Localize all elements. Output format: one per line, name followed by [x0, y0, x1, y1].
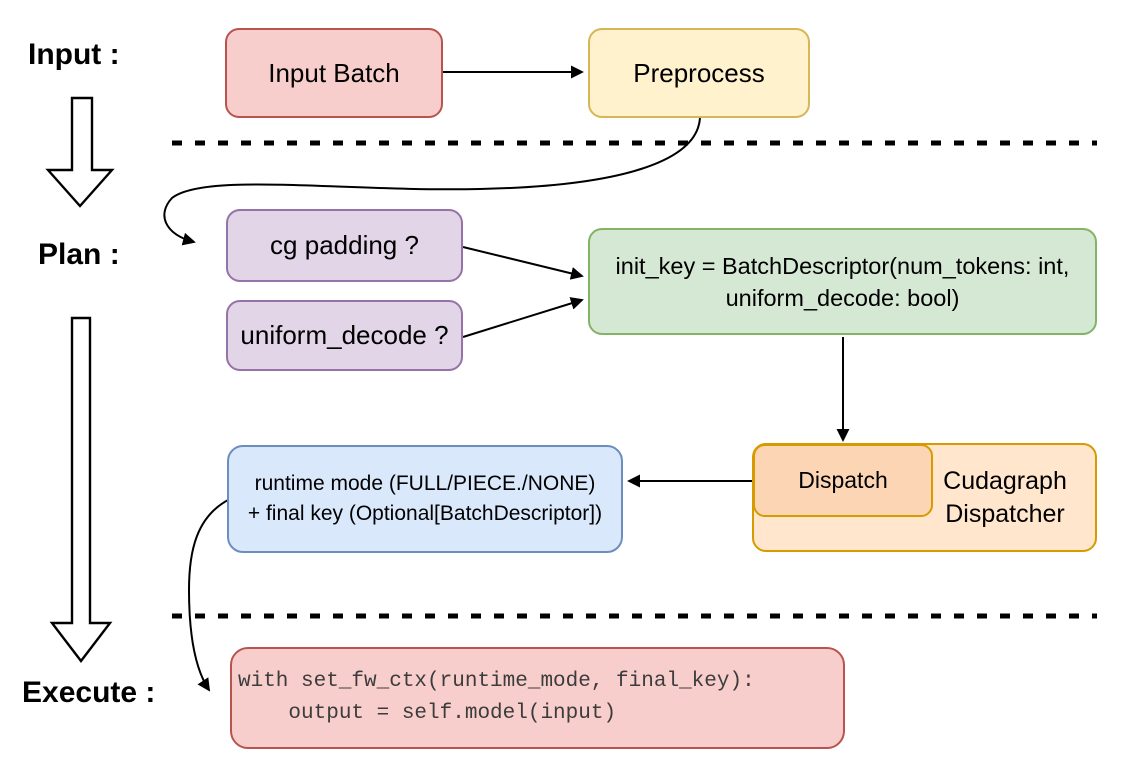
- node-input-batch-label: Input Batch: [268, 57, 400, 88]
- node-dispatch: Dispatch: [753, 444, 933, 517]
- node-execute-code-line1: with set_fw_ctx(runtime_mode, final_key)…: [238, 670, 755, 693]
- node-init-key-line1: init_key = BatchDescriptor(num_tokens: i…: [615, 252, 1070, 279]
- arrow-uniform-decode-to-init-key: [462, 297, 584, 338]
- hollow-down-arrow-plan-icon: [49, 316, 113, 663]
- section-label-execute: Execute :: [22, 676, 156, 709]
- section-label-plan: Plan :: [38, 238, 120, 271]
- node-preprocess-label: Preprocess: [633, 57, 765, 88]
- arrow-runtime-mode-to-execute-code: [187, 498, 231, 692]
- node-runtime-mode: runtime mode (FULL/PIECE./NONE) + final …: [227, 445, 623, 553]
- node-input-batch: Input Batch: [225, 28, 443, 118]
- arrow-cg-padding-to-init-key: [462, 246, 584, 280]
- arrow-preprocess-to-cg-padding: [163, 117, 701, 246]
- node-cg-padding-label: cg padding ?: [270, 230, 419, 260]
- node-cudagraph-dispatcher-line2: Dispatcher: [945, 499, 1065, 528]
- node-runtime-mode-line1: runtime mode (FULL/PIECE./NONE): [254, 472, 596, 495]
- node-preprocess: Preprocess: [588, 28, 810, 118]
- node-execute-code-line2: output = self.model(input): [238, 702, 617, 725]
- node-cudagraph-dispatcher-label: Cudagraph Dispatcher: [917, 445, 1093, 550]
- node-dispatch-label: Dispatch: [798, 467, 888, 493]
- node-uniform-decode: uniform_decode ?: [226, 300, 463, 371]
- section-label-input: Input :: [28, 38, 120, 71]
- hollow-down-arrow-input-icon: [45, 96, 115, 208]
- node-runtime-mode-line2: + final key (Optional[BatchDescriptor]): [247, 502, 603, 525]
- node-execute-code: with set_fw_ctx(runtime_mode, final_key)…: [230, 647, 845, 749]
- node-cudagraph-dispatcher-line1: Cudagraph: [943, 466, 1067, 495]
- node-init-key-line2: uniform_decode: bool): [725, 284, 960, 311]
- node-cg-padding: cg padding ?: [226, 209, 463, 282]
- node-uniform-decode-label: uniform_decode ?: [240, 320, 449, 350]
- node-init-key: init_key = BatchDescriptor(num_tokens: i…: [588, 228, 1097, 335]
